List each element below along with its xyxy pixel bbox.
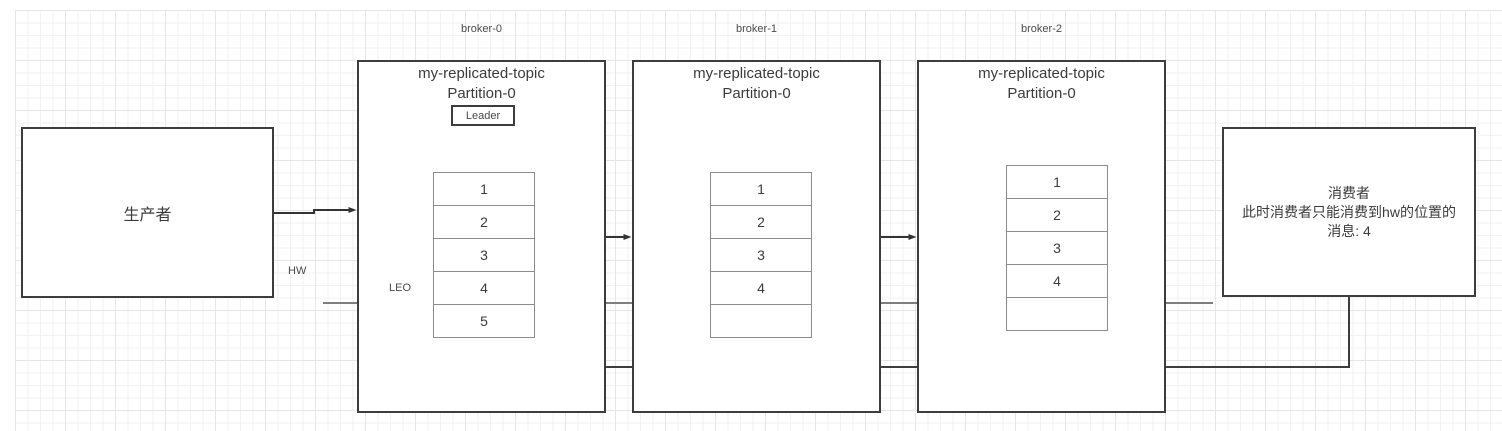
log-cell: 1 [433, 172, 535, 206]
broker0-title: my-replicated-topic Partition-0 [359, 64, 604, 104]
consumer-note-line: 此时消费者只能消费到hw的位置的 [1242, 203, 1456, 220]
broker1-log-stack: 1 2 3 4 [710, 172, 812, 338]
broker1-partition: Partition-0 [722, 85, 791, 102]
broker2-title: my-replicated-topic Partition-0 [919, 64, 1164, 104]
leo-marker-label: LEO [389, 282, 412, 294]
producer-label: 生产者 [123, 206, 172, 224]
broker1-label: broker-1 [736, 23, 777, 35]
consumer-message-offset: 消息: 4 [1327, 222, 1371, 239]
broker1-box: my-replicated-topic Partition-0 1 2 3 4 [632, 60, 881, 413]
broker2-partition: Partition-0 [1007, 85, 1076, 102]
producer-box: 生产者 [21, 127, 274, 298]
consumer-title: 消费者 [1328, 184, 1370, 201]
broker2-log-stack: 1 2 3 4 [1006, 165, 1108, 331]
broker0-log-stack: 1 2 3 4 5 [433, 172, 535, 338]
log-cell: 4 [710, 271, 812, 305]
broker2-box: my-replicated-topic Partition-0 1 2 3 4 [917, 60, 1166, 413]
broker0-partition: Partition-0 [447, 85, 516, 102]
broker2-topic: my-replicated-topic [978, 65, 1105, 82]
log-cell [1006, 297, 1108, 331]
log-cell: 2 [710, 205, 812, 239]
log-cell: 3 [710, 238, 812, 272]
log-cell: 4 [1006, 264, 1108, 298]
leader-badge: Leader [451, 105, 515, 126]
log-cell: 4 [433, 271, 535, 305]
log-cell: 3 [1006, 231, 1108, 265]
broker1-topic: my-replicated-topic [693, 65, 820, 82]
log-cell [710, 304, 812, 338]
broker0-topic: my-replicated-topic [418, 65, 545, 82]
broker2-label: broker-2 [1021, 23, 1062, 35]
log-cell: 1 [710, 172, 812, 206]
consumer-box: 消费者 此时消费者只能消费到hw的位置的 消息: 4 [1222, 127, 1476, 297]
log-cell: 2 [433, 205, 535, 239]
hw-marker-label: HW [288, 265, 307, 277]
log-cell: 1 [1006, 165, 1108, 199]
log-cell: 3 [433, 238, 535, 272]
producer-to-broker0-arrow [273, 207, 357, 214]
broker1-title: my-replicated-topic Partition-0 [634, 64, 879, 104]
log-cell: 2 [1006, 198, 1108, 232]
broker0-label: broker-0 [461, 23, 502, 35]
log-cell: 5 [433, 304, 535, 338]
leader-badge-label: Leader [465, 109, 501, 122]
broker0-box: my-replicated-topic Partition-0 Leader 1… [357, 60, 606, 413]
